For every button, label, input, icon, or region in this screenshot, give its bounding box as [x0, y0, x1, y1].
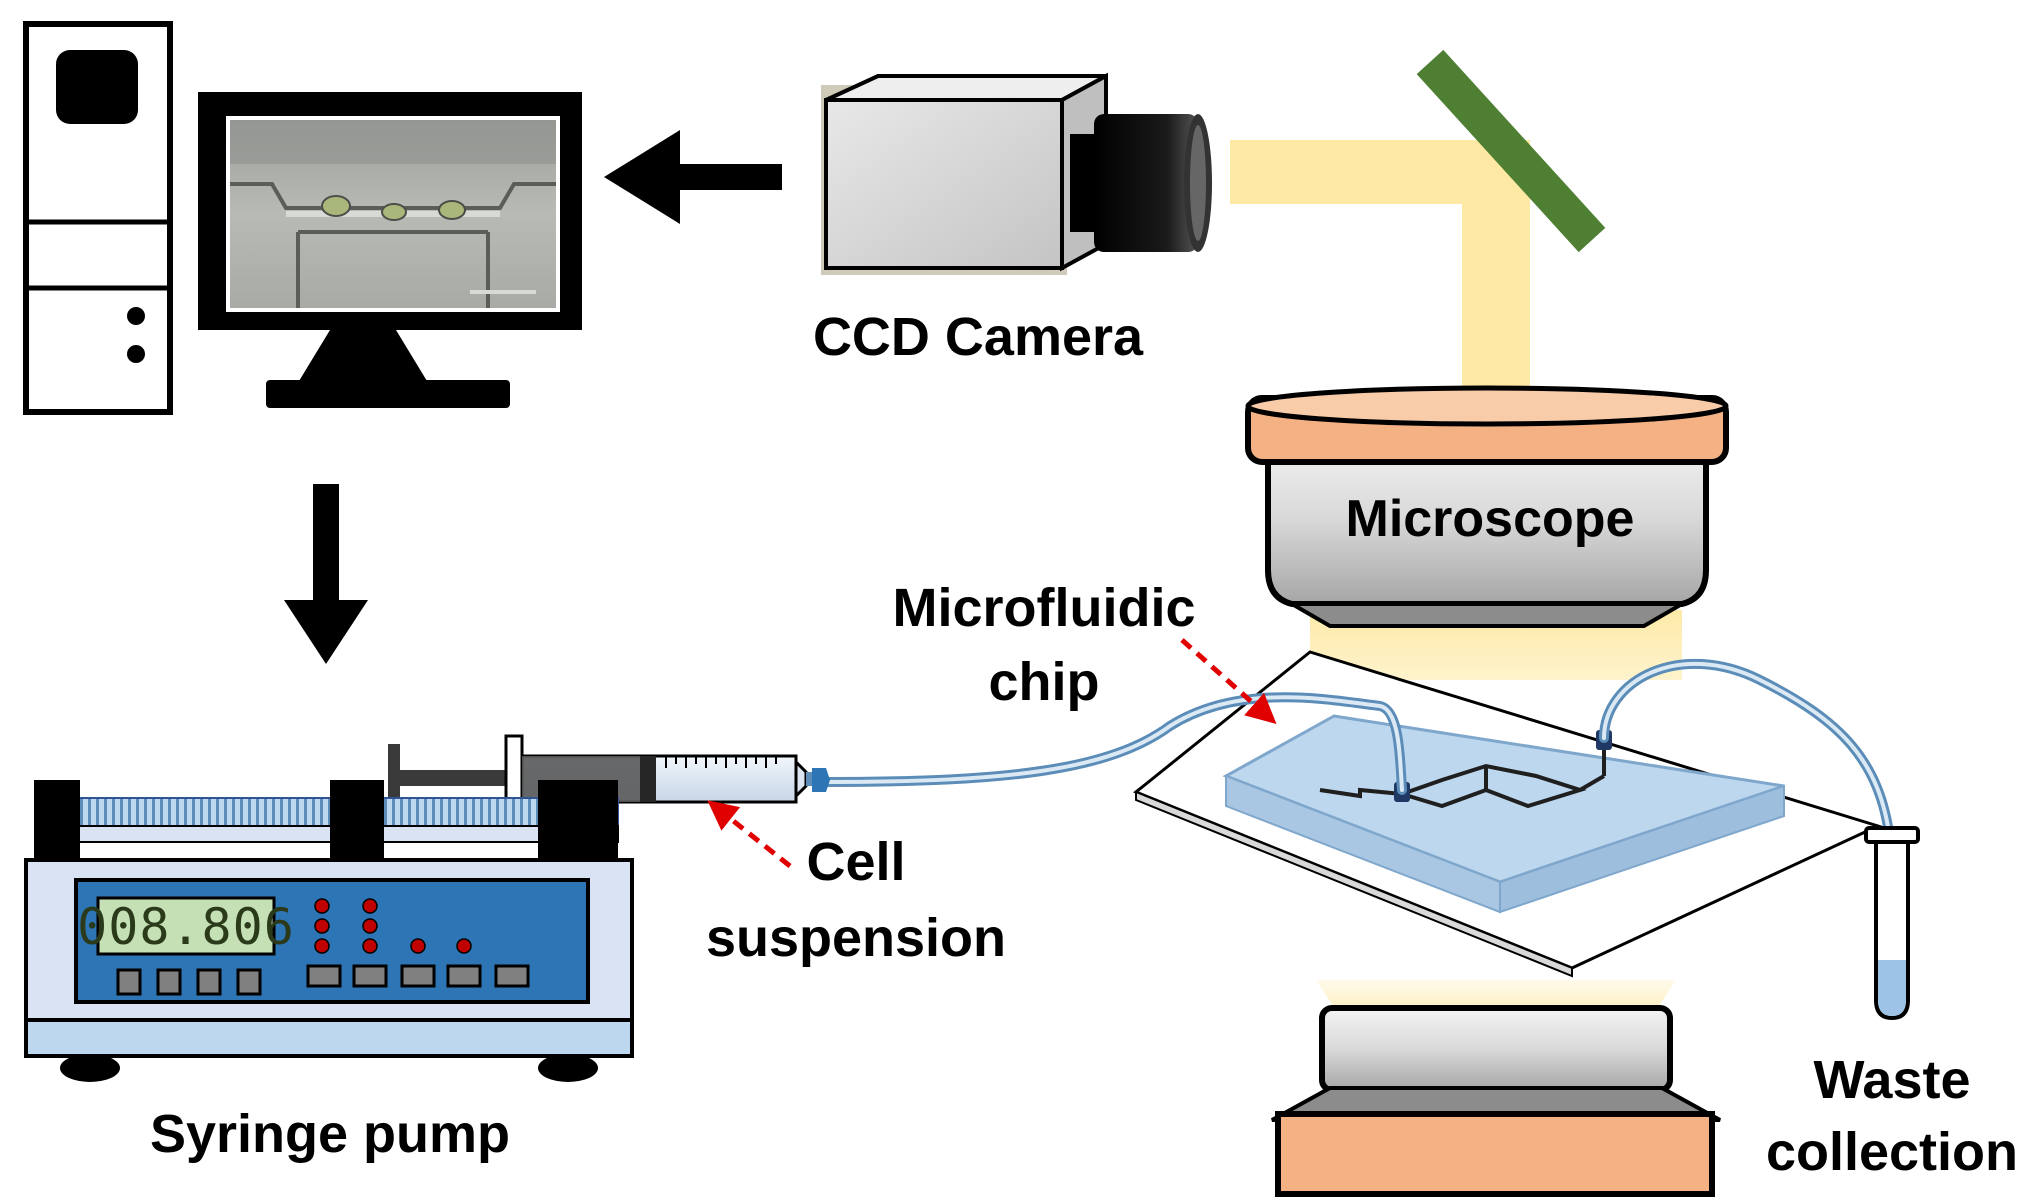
- dichroic-mirror: [1416, 49, 1606, 253]
- microscope-objective: [1245, 385, 1729, 628]
- pump-lcd: [96, 896, 276, 956]
- microfluidic-chip: [1133, 650, 1883, 978]
- ccd-camera: [821, 72, 1212, 275]
- condenser-stage: [1271, 1005, 1721, 1197]
- pump-key-8: [446, 964, 482, 988]
- pump-key-4: [236, 968, 262, 996]
- tubing: [821, 659, 1897, 985]
- syringe-graduations: [665, 756, 777, 768]
- microscope-label: Microscope: [1346, 490, 1635, 548]
- computer-monitor: [198, 92, 582, 408]
- ccd-camera-label: CCD Camera: [813, 307, 1144, 367]
- pump-indicator-leds: [314, 898, 472, 954]
- pump-key-6: [352, 964, 388, 988]
- cell-suspension-pointer-arrow: [707, 800, 792, 868]
- waste-collection-label-line2: collection: [1766, 1122, 2018, 1182]
- microfluidic-chip-label-line1: Microfluidic: [892, 578, 1195, 638]
- syringe-pump-label: Syringe pump: [150, 1104, 510, 1164]
- pump-key-7: [400, 964, 436, 988]
- micrograph-screen: [230, 120, 556, 308]
- chip-channels: [1319, 746, 1606, 809]
- arrow-camera-to-computer: [604, 130, 782, 224]
- pump-key-9: [494, 964, 530, 988]
- pump-buttons: [116, 964, 530, 996]
- waste-tube: [1864, 826, 1920, 1021]
- microfluidic-chip-label-line2: chip: [988, 652, 1099, 712]
- pump-key-1: [116, 968, 142, 996]
- cell-suspension-label-line2: suspension: [706, 908, 1006, 968]
- cell-suspension-label-line1: Cell: [806, 832, 905, 892]
- waste-collection-label-line1: Waste: [1813, 1050, 1970, 1110]
- pump-lcd-readout: 008.806: [77, 898, 295, 956]
- pump-key-5: [306, 964, 342, 988]
- arrow-computer-to-pump: [284, 484, 368, 664]
- chip-pointer-arrow: [1180, 638, 1277, 724]
- computer-tower: [23, 21, 173, 415]
- pump-key-2: [156, 968, 182, 996]
- pump-key-3: [196, 968, 222, 996]
